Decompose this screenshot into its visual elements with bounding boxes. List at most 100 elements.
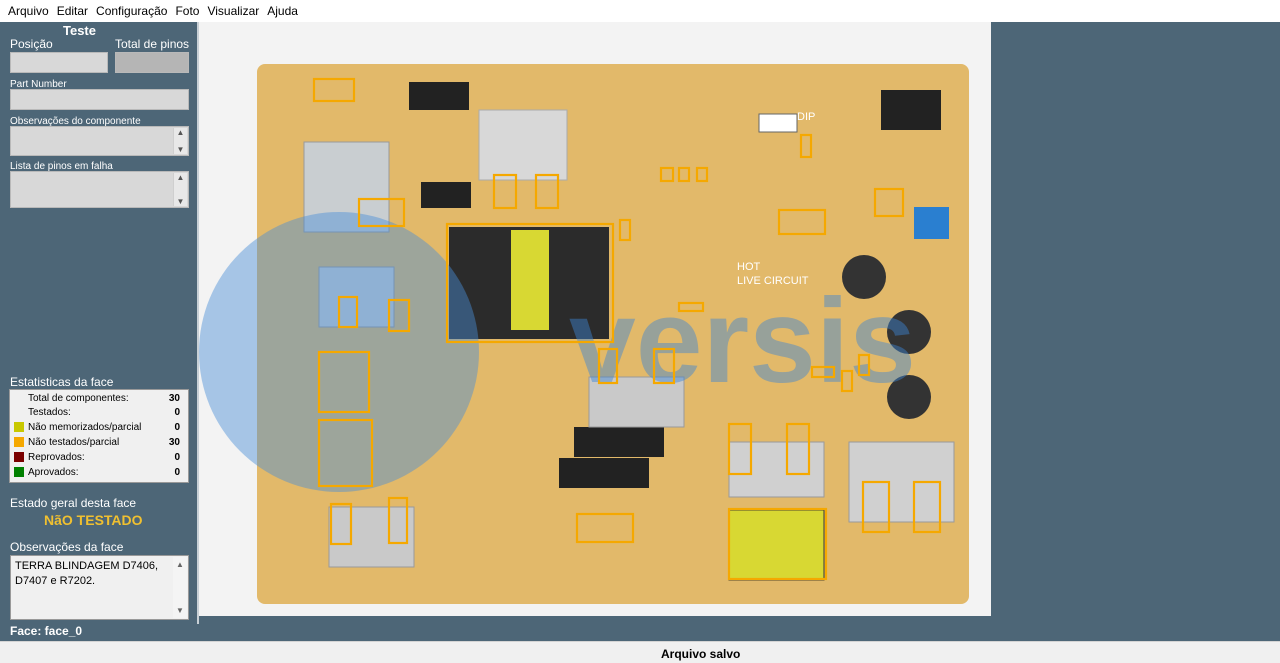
obs-componente-field[interactable]: ▲▼ xyxy=(10,126,189,156)
estado-label: Estado geral desta face xyxy=(10,496,137,510)
left-panel: Teste Posição Total de pinos Part Number… xyxy=(0,22,197,641)
component-box[interactable] xyxy=(659,166,675,183)
menu-configuracao[interactable]: Configuração xyxy=(96,4,168,18)
component-box[interactable] xyxy=(652,347,676,385)
component-box[interactable] xyxy=(337,295,359,329)
stat-aprovados: Aprovados: 0 xyxy=(14,465,180,479)
component-box[interactable] xyxy=(677,166,691,183)
obs-componente-label: Observações do componente xyxy=(10,116,141,127)
stat-label: Não testados/parcial xyxy=(28,436,120,448)
stat-label: Testados: xyxy=(28,406,71,418)
component-box[interactable] xyxy=(677,301,705,313)
estado-value: NãO TESTADO xyxy=(44,512,143,528)
menu-editar[interactable]: Editar xyxy=(56,4,89,18)
component-box[interactable] xyxy=(387,298,411,333)
component-box[interactable] xyxy=(445,222,615,344)
transformer-core xyxy=(511,230,549,330)
lista-pinos-label: Lista de pinos em falha xyxy=(10,161,113,172)
menu-foto[interactable]: Foto xyxy=(175,4,200,18)
inductor xyxy=(842,255,886,299)
component-box[interactable] xyxy=(873,187,905,218)
total-pinos-field[interactable] xyxy=(115,52,189,73)
stats-box: Total de componentes:30 Testados:0 Não m… xyxy=(9,389,189,483)
transformer xyxy=(728,509,825,581)
inductor xyxy=(887,375,931,419)
menu-visualizar[interactable]: Visualizar xyxy=(207,4,260,18)
stat-label: Aprovados: xyxy=(28,466,79,478)
scroll-down-icon[interactable]: ▼ xyxy=(176,606,184,615)
lista-pinos-scrollbar[interactable]: ▲▼ xyxy=(173,173,187,206)
menu-ajuda[interactable]: Ajuda xyxy=(267,4,298,18)
connector xyxy=(758,113,798,133)
watermark-text: versis xyxy=(569,274,916,408)
posicao-field[interactable] xyxy=(10,52,108,73)
component-box[interactable] xyxy=(785,422,811,476)
capacitor xyxy=(559,458,649,488)
component-box[interactable] xyxy=(317,350,371,414)
stat-reprovados: Reprovados: 0 xyxy=(14,450,180,464)
scroll-down-icon[interactable]: ▼ xyxy=(176,145,185,154)
stat-nao-testados: Não testados/parcial 30 xyxy=(14,435,180,449)
menu-bar: Arquivo Editar Configuração Foto Visuali… xyxy=(0,0,1280,22)
stats-title: Estatisticas da face xyxy=(10,375,114,389)
stat-label: Não memorizados/parcial xyxy=(28,421,142,433)
component-box[interactable] xyxy=(492,173,518,210)
component-box[interactable] xyxy=(857,353,871,377)
obs-face-field[interactable]: TERRA BLINDAGEM D7406, D7407 e R7202. ▲▼ xyxy=(10,555,189,620)
part-number-field[interactable] xyxy=(10,89,189,110)
stat-label: Total de componentes: xyxy=(28,392,129,404)
board-overlay: versis HOT LIVE CIRCUIT DIP xyxy=(199,77,955,581)
status-bar: Arquivo salvo xyxy=(0,641,1280,663)
heatsink xyxy=(588,376,685,428)
component-box[interactable] xyxy=(695,166,709,183)
capacitor xyxy=(574,427,664,457)
nao-memorizados-swatch xyxy=(14,422,24,432)
scroll-up-icon[interactable]: ▲ xyxy=(176,560,184,569)
obs-face-scrollbar[interactable]: ▲▼ xyxy=(173,557,187,618)
stat-value: 0 xyxy=(174,466,180,478)
board-label-hot: HOT xyxy=(737,261,761,273)
component-box[interactable] xyxy=(810,365,836,379)
component-box[interactable] xyxy=(861,480,891,534)
component-box[interactable] xyxy=(799,133,813,159)
lista-pinos-field[interactable]: ▲▼ xyxy=(10,171,189,208)
obs-componente-scrollbar[interactable]: ▲▼ xyxy=(173,128,187,154)
component-box[interactable] xyxy=(575,512,635,544)
obs-face-text: TERRA BLINDAGEM D7406, D7407 e R7202. xyxy=(15,560,159,587)
stat-total: Total de componentes:30 xyxy=(14,391,180,405)
component-box[interactable] xyxy=(727,507,828,581)
scroll-up-icon[interactable]: ▲ xyxy=(176,128,185,137)
stat-value: 30 xyxy=(168,436,180,448)
component-box[interactable] xyxy=(329,502,353,546)
component-box[interactable] xyxy=(840,369,854,393)
component-box[interactable] xyxy=(317,418,374,488)
board-photo[interactable]: versis HOT LIVE CIRCUIT DIP xyxy=(199,22,991,616)
component-box[interactable] xyxy=(387,496,409,545)
stat-label: Reprovados: xyxy=(28,451,85,463)
board-label-dip: DIP xyxy=(797,111,815,123)
component-box[interactable] xyxy=(912,480,942,534)
status-message: Arquivo salvo xyxy=(661,647,741,661)
component-box[interactable] xyxy=(357,197,406,228)
component-box[interactable] xyxy=(618,218,632,242)
stat-value: 0 xyxy=(174,451,180,463)
stat-testados: Testados:0 xyxy=(14,405,180,419)
board-label-live-circuit: LIVE CIRCUIT xyxy=(737,275,809,287)
component-box[interactable] xyxy=(312,77,356,103)
photo-viewer[interactable]: versis HOT LIVE CIRCUIT DIP xyxy=(197,22,1280,624)
nao-testados-swatch xyxy=(14,437,24,447)
stat-value: 0 xyxy=(174,421,180,433)
part-number-label: Part Number xyxy=(10,79,67,90)
relay xyxy=(914,207,949,239)
component-box[interactable] xyxy=(534,173,560,210)
face-label: Face: face_0 xyxy=(10,624,83,638)
component-box[interactable] xyxy=(597,347,619,385)
component-box[interactable] xyxy=(727,422,753,476)
posicao-label: Posição xyxy=(10,37,53,51)
total-pinos-label: Total de pinos xyxy=(115,37,190,51)
scroll-up-icon[interactable]: ▲ xyxy=(176,173,185,182)
component-box[interactable] xyxy=(777,208,827,236)
obs-face-label: Observações da face xyxy=(10,540,124,554)
menu-arquivo[interactable]: Arquivo xyxy=(8,4,49,18)
scroll-down-icon[interactable]: ▼ xyxy=(176,197,185,206)
